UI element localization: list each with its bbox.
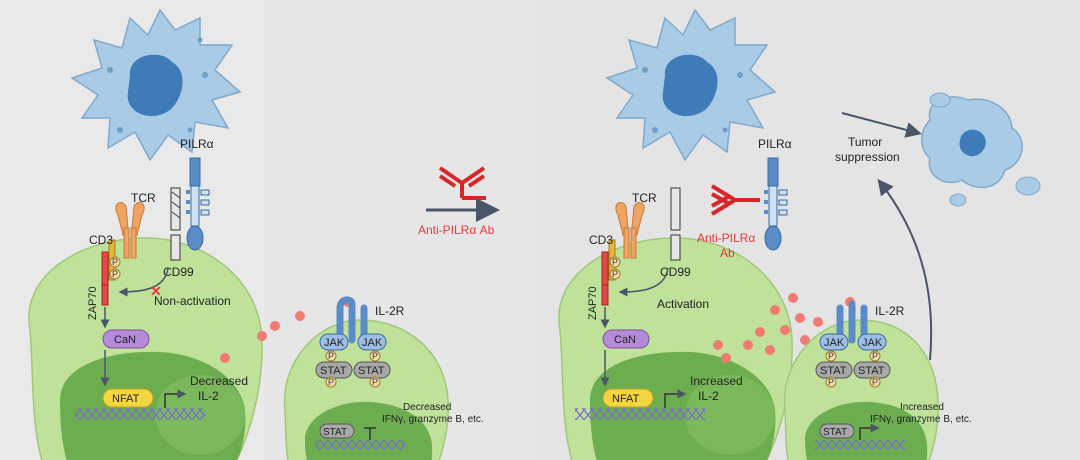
- left-tcr: [115, 202, 145, 259]
- left-cd3: P P: [101, 239, 121, 288]
- left-inhibit-symbol: [364, 427, 376, 440]
- right-effector-change: Increased: [900, 402, 944, 413]
- right-il2-label: IL-2: [698, 389, 719, 403]
- right-dna: [575, 408, 705, 420]
- left-stat-1-label: STAT: [320, 365, 347, 377]
- left-jak-1-label: JAK: [324, 337, 345, 349]
- left-t-cell: [28, 237, 263, 460]
- right-effector-to-tumor-arrow: [877, 178, 933, 361]
- right-il2-droplets: [713, 293, 855, 363]
- left-block-icon: ✕: [150, 283, 162, 299]
- right-antibody-label-2: Ab: [720, 246, 735, 260]
- right-cd3: P P: [601, 239, 621, 288]
- right-cd99: [670, 187, 681, 261]
- right-pilra-receptor: [764, 157, 788, 251]
- left-cd99: [170, 187, 181, 261]
- left-jak-2-label: JAK: [362, 337, 383, 349]
- right-tcr-label: TCR: [632, 191, 657, 205]
- right-tcr: [615, 202, 645, 259]
- left-nuclear-stat: [319, 423, 355, 439]
- left-il2-label: IL-2: [198, 389, 219, 403]
- left-tcr-label: TCR: [131, 191, 156, 205]
- right-status-label: Activation: [657, 297, 709, 311]
- svg-text:P: P: [328, 377, 334, 387]
- left-status-label: Non-activation: [154, 294, 231, 308]
- svg-text:P: P: [372, 377, 378, 387]
- middle-antibody: [438, 166, 486, 200]
- right-can-label: CaN: [614, 334, 636, 346]
- left-dna-2: [315, 440, 405, 450]
- left-cd99-arrow: [118, 267, 169, 297]
- right-zap70-label: ZAP70: [587, 286, 599, 320]
- right-jak-1: [819, 333, 849, 351]
- left-effector-list: IFNγ, granzyme B, etc.: [382, 414, 484, 425]
- left-pilra-label: PILRα: [180, 137, 214, 151]
- svg-text:P: P: [872, 351, 878, 361]
- right-jak-2-label: JAK: [862, 337, 883, 349]
- right-nuclear-stat-label: STAT: [823, 427, 847, 438]
- left-stat-phospho: P P P P: [325, 350, 381, 388]
- right-jak-2: [857, 333, 887, 351]
- apoptotic-tumor-cell: [921, 92, 1041, 207]
- left-stat-2-label: STAT: [358, 365, 385, 377]
- left-zap70: [101, 284, 109, 306]
- tumor-label-1: Tumor: [848, 135, 882, 149]
- right-jak-1-label: JAK: [824, 337, 845, 349]
- svg-text:P: P: [612, 257, 618, 267]
- left-nfat-box: [102, 388, 154, 408]
- middle-treatment-label: Anti-PILRα Ab: [418, 223, 495, 237]
- svg-text:P: P: [872, 377, 878, 387]
- left-can-box: [102, 329, 150, 349]
- left-il2-change: Decreased: [190, 374, 248, 388]
- right-bound-antibody: [710, 184, 760, 216]
- right-il2-change: Increased: [690, 374, 743, 388]
- right-il2r-label: IL-2R: [875, 304, 905, 318]
- right-can-box: [602, 329, 650, 349]
- right-pilra-label: PILRα: [758, 137, 792, 151]
- svg-text:P: P: [112, 269, 118, 279]
- right-effector-list: IFNγ, granzyme B, etc.: [870, 414, 972, 425]
- right-dna-2: [815, 440, 905, 450]
- svg-text:P: P: [612, 269, 618, 279]
- left-pilra-receptor: [186, 157, 210, 251]
- svg-text:P: P: [112, 257, 118, 267]
- right-stat-2-label: STAT: [858, 365, 885, 377]
- left-can-label: CaN: [114, 334, 136, 346]
- svg-text:P: P: [328, 351, 334, 361]
- left-jak-1: [319, 333, 349, 351]
- right-transcription-arrow-2: [859, 423, 880, 440]
- right-cd99-arrow: [618, 267, 669, 297]
- left-effector-change: Decreased: [403, 402, 451, 413]
- left-dendritic-cell: [70, 8, 242, 162]
- right-cd3-label: CD3: [589, 233, 613, 247]
- left-nfat-label: NFAT: [112, 393, 140, 405]
- left-cd3-label: CD3: [89, 233, 113, 247]
- right-transcription-arrow: [664, 389, 687, 408]
- left-nuclear-stat-label: STAT: [323, 427, 347, 438]
- right-nuclear-stat: [819, 423, 855, 439]
- svg-text:P: P: [828, 377, 834, 387]
- right-antibody-label-1: Anti-PILRα: [697, 231, 755, 245]
- right-dc-to-tumor-arrow: [841, 112, 922, 138]
- right-stat-phospho: P P P P: [825, 350, 881, 388]
- svg-text:P: P: [372, 351, 378, 361]
- left-dna: [75, 408, 205, 420]
- left-il2r-label: IL-2R: [375, 304, 405, 318]
- left-jak-2: [357, 333, 387, 351]
- right-zap70: [601, 284, 609, 306]
- right-stat-1-label: STAT: [820, 365, 847, 377]
- left-transcription-arrow: [164, 389, 187, 408]
- right-nfat-label: NFAT: [612, 393, 640, 405]
- right-dendritic-cell: [605, 8, 777, 162]
- svg-text:P: P: [828, 351, 834, 361]
- tumor-label-2: suppression: [835, 150, 900, 164]
- right-nfat-box: [602, 388, 654, 408]
- left-cd99-label: CD99: [163, 265, 194, 279]
- left-zap70-label: ZAP70: [87, 286, 99, 320]
